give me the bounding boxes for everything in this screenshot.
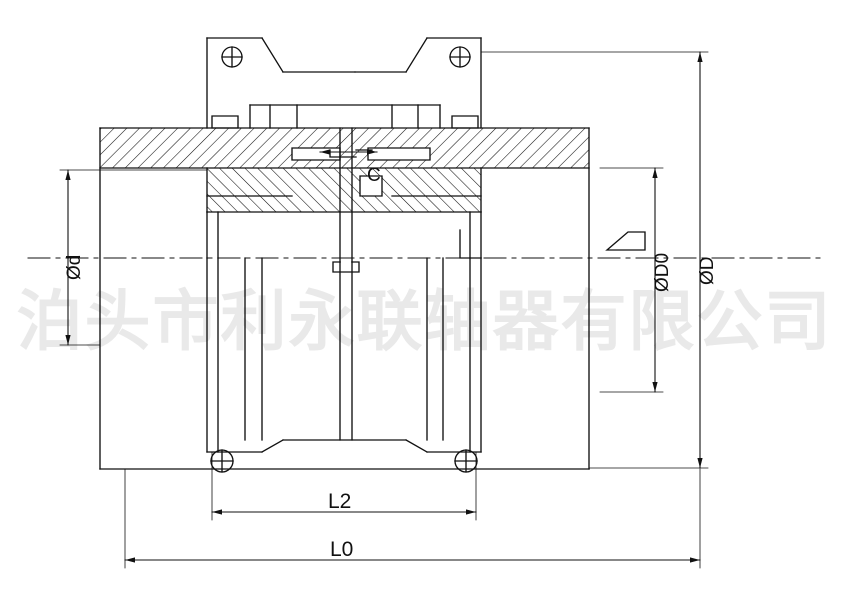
- bolt-top-left: [221, 46, 243, 68]
- dimension-label-outer-diameter: ØD: [697, 256, 718, 286]
- sleeve-chamfer-right: [405, 37, 428, 73]
- dimension-label-inner-length: L2: [328, 490, 352, 513]
- dimension-label-hub-diameter: ØD0: [652, 252, 673, 292]
- pad-right: [451, 115, 479, 129]
- center-keyway: [359, 175, 383, 197]
- bolt-bottom-left: [210, 449, 234, 473]
- bolt-bottom-right: [454, 449, 478, 473]
- hatch-left-lower: [207, 168, 355, 212]
- bolt-top-right: [449, 46, 471, 68]
- detail-pointer-wedge: [605, 231, 646, 251]
- lower-chamfer-left: [261, 439, 284, 453]
- tooth-detail-left: [291, 147, 341, 161]
- spacer-foot: [332, 261, 360, 273]
- pad-left: [211, 115, 239, 129]
- dimension-label-bore-diameter: Ød: [64, 254, 85, 280]
- tooth-detail-right: [367, 147, 431, 161]
- dimension-label-gap: C: [367, 165, 381, 186]
- hatch-right-upper: [481, 128, 589, 168]
- dimension-label-overall-length: L0: [330, 538, 354, 561]
- sleeve-chamfer-left: [261, 37, 284, 73]
- hatch-left-upper: [100, 128, 207, 168]
- lower-chamfer-right: [405, 439, 428, 453]
- outline-group: [27, 37, 821, 569]
